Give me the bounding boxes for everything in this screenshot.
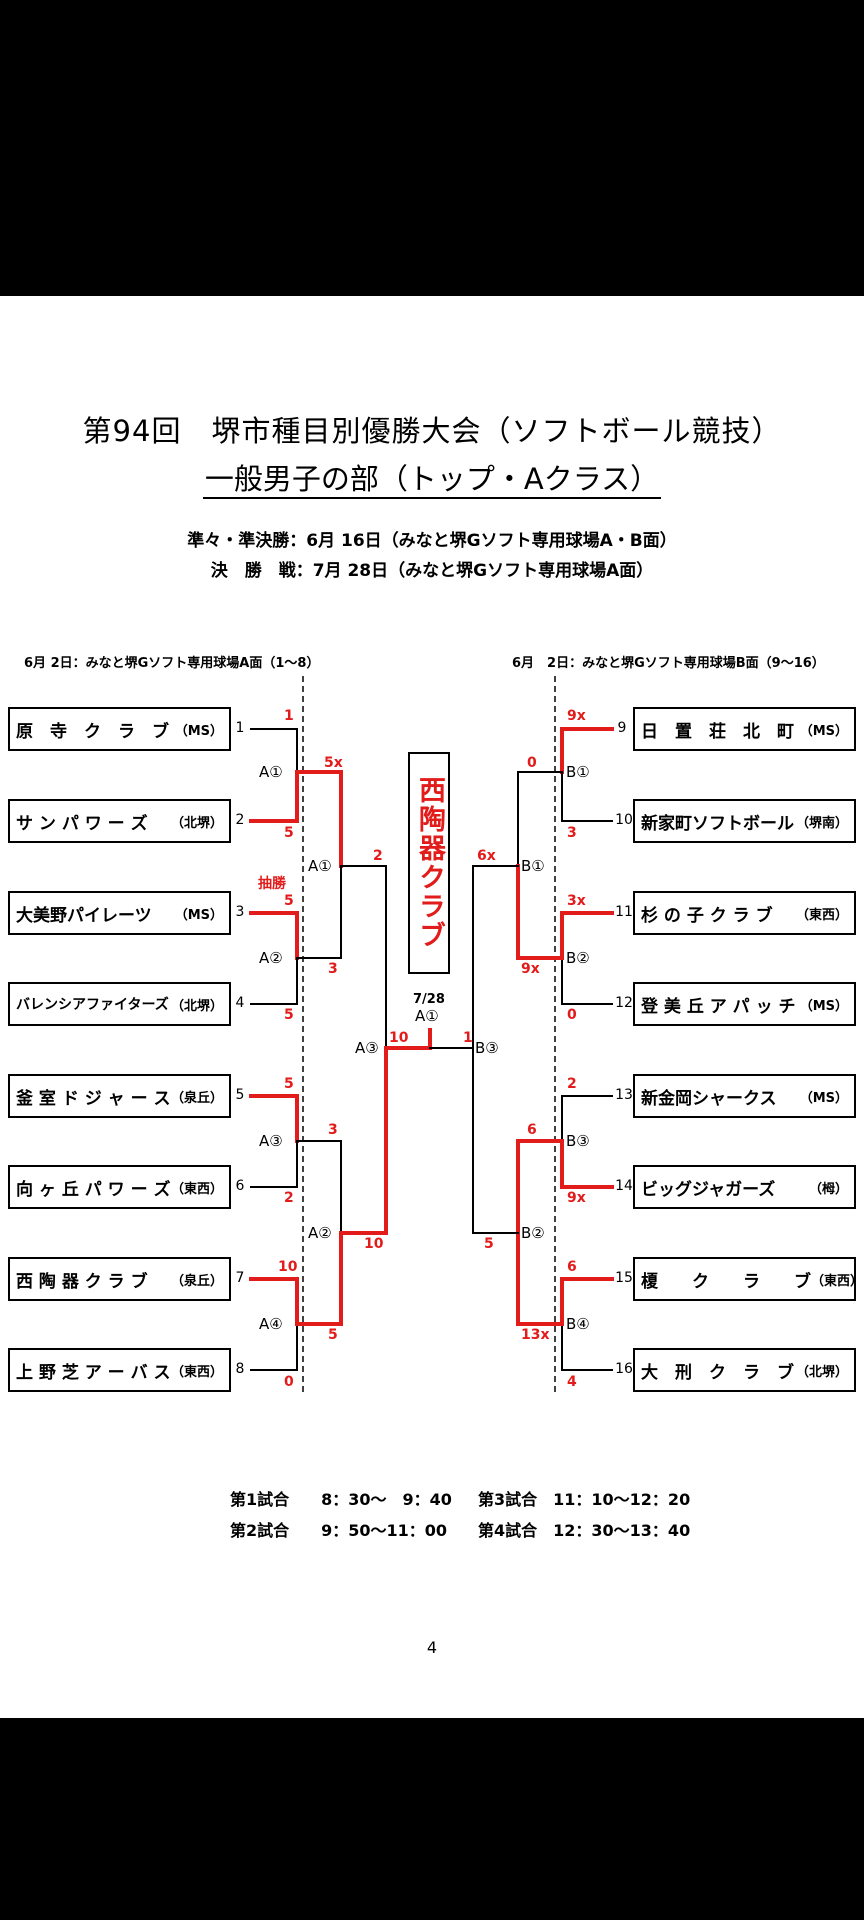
team-box-5: 釜 室 ド ジ ャ ー ス（泉丘） xyxy=(8,1074,231,1118)
team-box-6: 向 ヶ 丘 パ ワ ー ズ（東西） xyxy=(8,1165,231,1209)
team-box-3: 大美野パイレーツ（MS） xyxy=(8,891,231,935)
team-box-7: 西 陶 器 ク ラ ブ（泉丘） xyxy=(8,1257,231,1301)
score: 5 xyxy=(284,825,294,841)
score: 0 xyxy=(527,755,537,771)
game-time-4: 第4試合 12：30～13：40 xyxy=(478,1521,691,1540)
game-time-3: 第3試合 11：10～12：20 xyxy=(478,1490,691,1509)
score: 2 xyxy=(567,1076,577,1092)
bracket-lines xyxy=(249,676,614,1396)
team-number: 5 xyxy=(235,1087,245,1103)
team-number: 15 xyxy=(615,1270,633,1286)
score: 10 xyxy=(364,1236,384,1252)
match-label: B④ xyxy=(566,1315,590,1333)
team-number: 2 xyxy=(235,812,245,828)
page-number: 4 xyxy=(426,1638,438,1657)
score: 5x xyxy=(324,755,343,771)
score: 1 xyxy=(463,1030,473,1046)
team-number: 10 xyxy=(615,812,633,828)
game-time-1: 第1試合 8：30～ 9：40 xyxy=(230,1490,452,1509)
score: 5 xyxy=(284,1076,294,1092)
team-number: 6 xyxy=(235,1178,245,1194)
team-number: 1 xyxy=(235,720,245,736)
score: 5 xyxy=(328,1327,338,1343)
match-label: A① xyxy=(308,857,332,875)
team-box-13: 新金岡シャークス（MS） xyxy=(633,1074,856,1118)
match-label: B① xyxy=(521,857,545,875)
score: 2 xyxy=(284,1190,294,1206)
game-time-2: 第2試合 9：50～11：00 xyxy=(230,1521,448,1540)
team-box-8: 上 野 芝 ア ー バ ス（東西） xyxy=(8,1348,231,1392)
match-label: A② xyxy=(308,1224,332,1242)
team-box-14: ビッグジャガーズ（栂） xyxy=(633,1165,856,1209)
match-label: B③ xyxy=(475,1039,499,1057)
match-label: B② xyxy=(521,1224,545,1242)
venue-right: 6月 2日：みなと堺Gソフト専用球場B面（9～16） xyxy=(512,656,825,671)
team-number: 4 xyxy=(235,995,245,1011)
match-label: A③ xyxy=(259,1132,283,1150)
match-label: B③ xyxy=(566,1132,590,1150)
match-label: A② xyxy=(259,949,283,967)
team-number: 14 xyxy=(615,1178,633,1194)
team-number: 3 xyxy=(235,904,245,920)
score: 3 xyxy=(567,825,577,841)
score: 5 xyxy=(284,1007,294,1023)
match-label: A④ xyxy=(259,1315,283,1333)
team-number: 9 xyxy=(617,720,627,736)
score: 4 xyxy=(567,1374,577,1390)
match-label: A① xyxy=(259,763,283,781)
page-title: 第94回 堺市種目別優勝大会（ソフトボール競技） xyxy=(82,414,782,448)
team-box-16: 大 刑 ク ラ ブ（北堺） xyxy=(633,1348,856,1392)
score: 0 xyxy=(567,1007,577,1023)
team-box-12: 登 美 丘 ア パ ッ チ（MS） xyxy=(633,982,856,1026)
team-number: 11 xyxy=(615,904,633,920)
final-date: 7/28 xyxy=(413,992,445,1007)
score: 3 xyxy=(328,1122,338,1138)
team-box-9: 日 置 荘 北 町（MS） xyxy=(633,707,856,751)
team-number: 16 xyxy=(615,1361,633,1377)
team-box-10: 新家町ソフトボール（堺南） xyxy=(633,799,856,843)
schedule-semis: 準々・準決勝：6月 16日（みなと堺Gソフト専用球場A・B面） xyxy=(187,531,677,551)
match-label: B② xyxy=(566,949,590,967)
score: 1 xyxy=(284,708,294,724)
match-label: A③ xyxy=(355,1039,379,1057)
score: 6 xyxy=(567,1259,577,1275)
team-box-15: 榎 ク ラ ブ（東西） xyxy=(633,1257,856,1301)
score: 5 xyxy=(284,893,294,909)
team-number: 13 xyxy=(615,1087,633,1103)
team-number: 7 xyxy=(235,1270,245,1286)
team-box-2: サ ン パ ワ ー ズ（北堺） xyxy=(8,799,231,843)
match-label: B① xyxy=(566,763,590,781)
team-box-4: バレンシアファイターズ（北堺） xyxy=(8,982,231,1026)
forfeit-label: 抽勝 xyxy=(258,876,286,892)
score: 9x xyxy=(567,708,586,724)
score: 9x xyxy=(567,1190,586,1206)
score: 6x xyxy=(477,848,496,864)
venue-left: 6月 2日：みなと堺Gソフト専用球場A面（1～8） xyxy=(24,656,320,671)
score: 3 xyxy=(328,961,338,977)
team-box-1: 原 寺 ク ラ ブ（MS） xyxy=(8,707,231,751)
champion-box: 西陶器クラブ xyxy=(408,752,450,974)
score: 10 xyxy=(278,1259,298,1275)
team-number: 12 xyxy=(615,995,633,1011)
score: 9x xyxy=(521,961,540,977)
score: 5 xyxy=(484,1236,494,1252)
score: 2 xyxy=(373,848,383,864)
final-code: A① xyxy=(415,1007,439,1025)
team-number: 8 xyxy=(235,1361,245,1377)
score: 13x xyxy=(521,1327,550,1343)
document-page: 第94回 堺市種目別優勝大会（ソフトボール競技） 一般男子の部（トップ・Aクラス… xyxy=(0,296,864,1718)
score: 3x xyxy=(567,893,586,909)
page-subtitle: 一般男子の部（トップ・Aクラス） xyxy=(0,456,864,499)
score: 10 xyxy=(389,1030,409,1046)
team-box-11: 杉 の 子 ク ラ ブ（東西） xyxy=(633,891,856,935)
schedule-final: 決 勝 戦：7月 28日（みなと堺Gソフト専用球場A面） xyxy=(210,561,654,581)
score: 0 xyxy=(284,1374,294,1390)
score: 6 xyxy=(527,1122,537,1138)
